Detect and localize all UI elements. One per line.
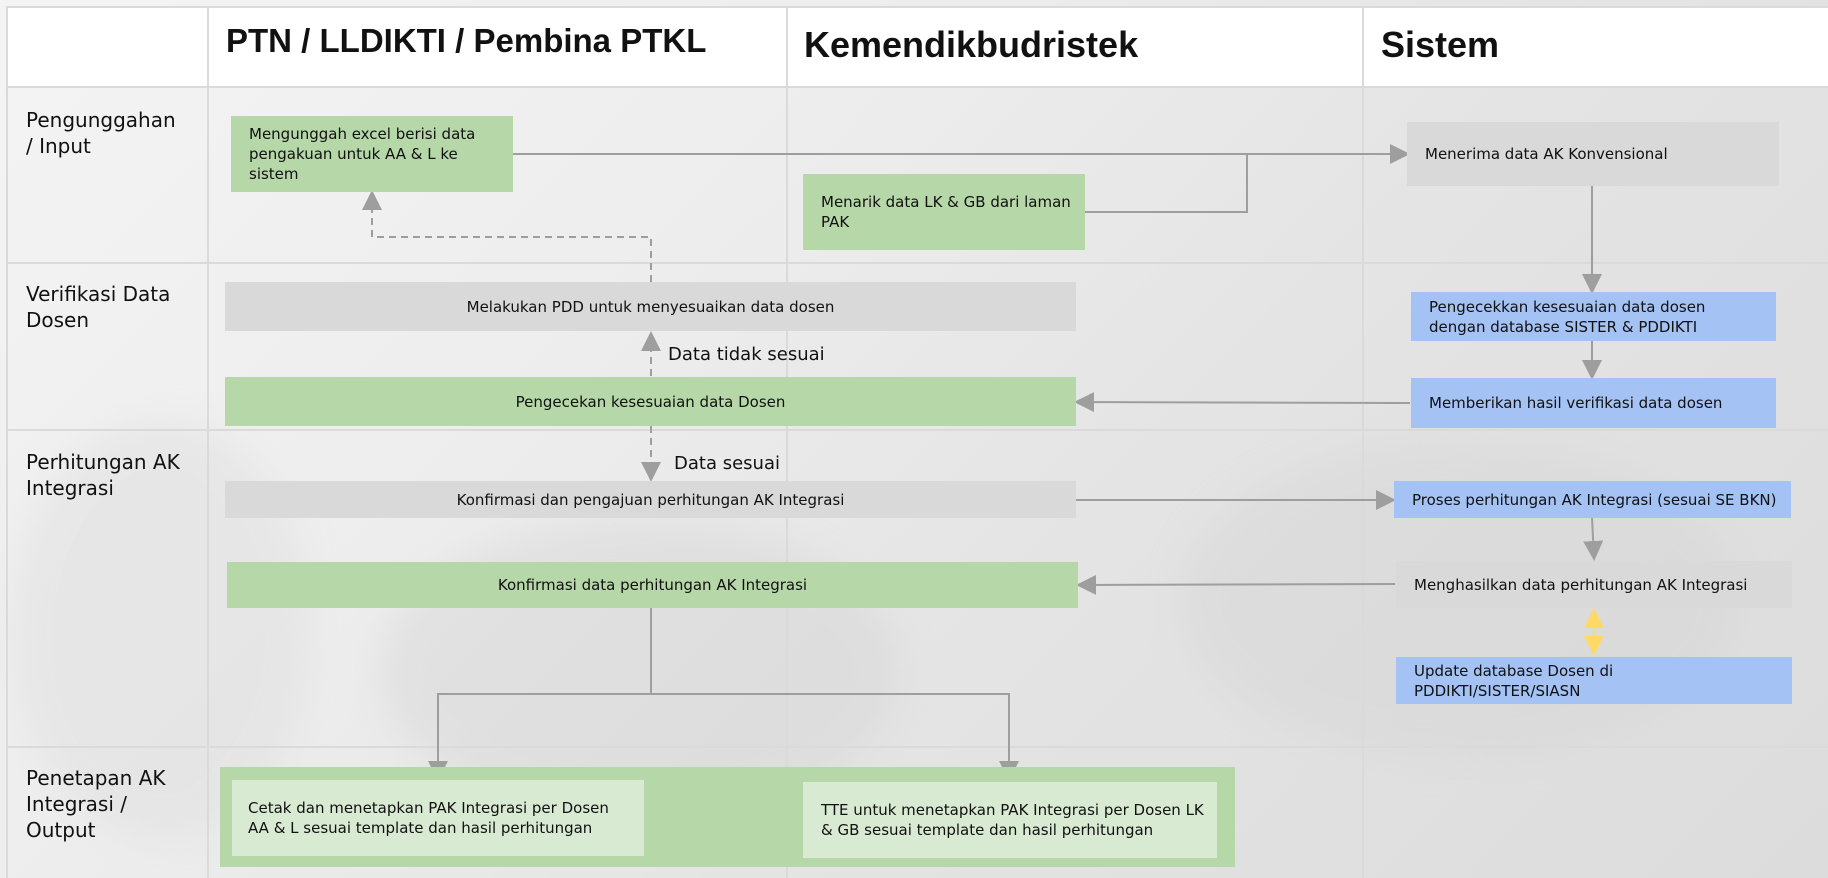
row-divider [6, 262, 1828, 264]
column-divider [207, 6, 209, 878]
node-konfirmasi-pengajuan: Konfirmasi dan pengajuan perhitungan AK … [225, 481, 1076, 518]
node-cek-dosen: Pengecekan kesesuaian data Dosen [225, 377, 1076, 426]
row-divider [6, 86, 1828, 88]
node-update-db: Update database Dosen di PDDIKTI/SISTER/… [1396, 657, 1792, 704]
node-hasil-verifikasi: Memberikan hasil verifikasi data dosen [1411, 378, 1776, 428]
edge-label-sesuai: Data sesuai [674, 453, 780, 474]
arrow-hasil-to-cek-dosen [1074, 392, 1411, 413]
row-label-perhitungan: Perhitungan AK Integrasi [26, 450, 180, 500]
header-band [8, 8, 1828, 88]
row-divider [6, 746, 1828, 748]
node-konfirmasi-data: Konfirmasi data perhitungan AK Integrasi [227, 562, 1078, 608]
node-upload-excel: Mengunggah excel berisi data pengakuan u… [231, 116, 513, 192]
arrow-hasil-to-konfirmasi [1076, 574, 1396, 595]
node-terima-data: Menerima data AK Konvensional [1407, 122, 1779, 186]
node-tte: TTE untuk menetapkan PAK Integrasi per D… [803, 782, 1217, 858]
column-divider [786, 6, 788, 878]
edge-label-tidak-sesuai: Data tidak sesuai [668, 344, 825, 365]
node-cek-sistem: Pengecekkan kesesuaian data dosen dengan… [1411, 292, 1776, 341]
arrow-pdd-to-upload [362, 190, 652, 282]
row-divider [6, 429, 1828, 431]
arrow-proses-to-hasil [1583, 517, 1604, 561]
column-title-kemendikbudristek: Kemendikbudristek [804, 24, 1139, 65]
arrow-konfirmasi-to-tte [651, 693, 1019, 781]
arrow-konfirmasi-to-outputs [428, 607, 652, 781]
column-divider [1362, 6, 1364, 878]
arrow-tarik-to-terima [1085, 154, 1248, 213]
row-label-penetapan: Penetapan AK Integrasi / Output [26, 766, 166, 842]
node-pdd: Melakukan PDD untuk menyesuaikan data do… [225, 282, 1076, 331]
node-hasil-data: Menghasilkan data perhitungan AK Integra… [1396, 561, 1792, 608]
node-proses-perhitungan: Proses perhitungan AK Integrasi (sesuai … [1394, 481, 1791, 518]
node-tarik-data: Menarik data LK & GB dari laman PAK [803, 174, 1085, 250]
node-cetak: Cetak dan menetapkan PAK Integrasi per D… [232, 780, 644, 856]
row-label-input: Pengunggahan / Input [26, 108, 176, 158]
column-title-sistem: Sistem [1381, 24, 1500, 65]
swimlane-frame [6, 6, 1828, 878]
row-label-verifikasi: Verifikasi Data Dosen [26, 282, 171, 332]
column-title-ptn: PTN / LLDIKTI / Pembina PTKL [226, 22, 707, 59]
